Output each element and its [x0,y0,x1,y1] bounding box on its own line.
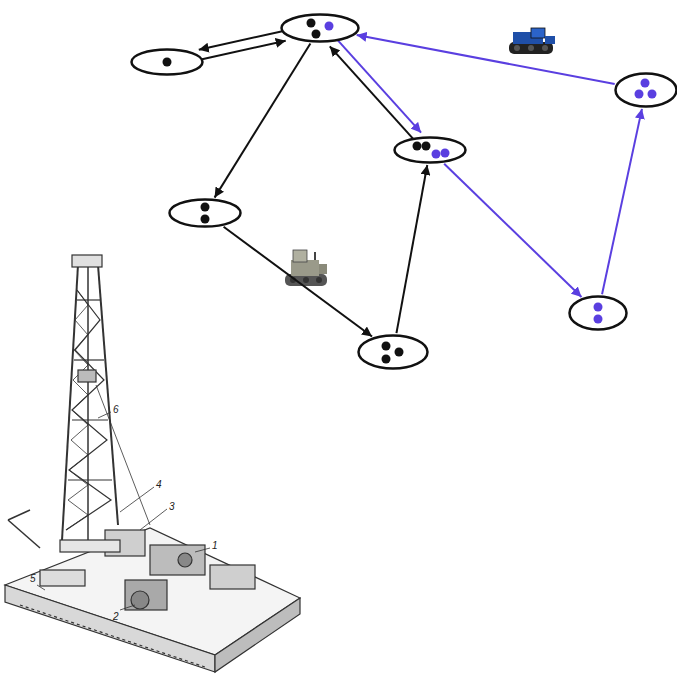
leader-line [37,585,45,590]
token-dot [441,149,450,158]
transition-arrow [602,109,642,294]
transition-arrow [396,165,427,333]
rig-base-side [215,598,300,672]
ellipse-outline [357,334,429,370]
token-dot [382,342,391,351]
leader-line [140,509,167,530]
ellipse-outline [170,200,241,227]
state-ellipse [357,334,429,370]
rig-machinery [150,545,205,575]
tower-rung [77,299,100,300]
token-dot [432,150,441,159]
transition-arrow [215,43,311,197]
transition-arrow [224,227,372,337]
ellipse-outline [614,72,677,108]
callout-number: 5 [30,574,36,584]
token-dot [594,303,603,312]
token-dot [413,142,422,151]
ellipse-outline [395,138,466,163]
ellipse-outline [168,198,242,228]
tower-rung [68,479,112,480]
callout-number: 6 [113,405,119,415]
state-ellipse [168,198,242,228]
rig-machinery [125,580,167,610]
rig-drum [178,553,192,567]
token-dot [594,315,603,324]
token-dot [312,30,321,39]
token-dot [201,203,210,212]
ellipse-outline [282,15,359,42]
leader-line [120,605,135,610]
ellipse-outline [393,136,467,164]
leader-lines [37,412,210,610]
transition-arrow [337,40,421,133]
callout-number: 2 [113,612,119,622]
state-ellipse [130,48,204,76]
tower-rung [74,359,104,360]
drilling-rig [5,255,300,672]
leader-line [98,412,111,418]
tractor-icon [509,28,555,54]
token-dot [325,22,334,31]
rig-machinery [40,570,85,586]
transition-arrow [199,31,284,50]
token-dot [382,355,391,364]
leader-line [120,487,154,512]
catwalk [8,520,40,548]
tower-leg [87,265,89,540]
token-dot [307,19,316,28]
token-dot [648,90,657,99]
tower-bracing [66,290,111,530]
ellipse-outline [280,13,360,43]
state-ellipse [393,136,467,164]
callout-number: 4 [156,480,162,490]
ellipse-outline [616,74,677,107]
token-dot [163,58,172,67]
rig-drum [131,591,149,609]
guy-line [96,385,150,525]
callout-number: 1 [212,541,218,551]
transition-arrow [444,164,581,297]
token-dot [635,90,644,99]
rig-floor [60,540,120,552]
token-dot [641,79,650,88]
rig-base-front [5,585,215,672]
rig-machinery [210,565,255,589]
token-dot [422,142,431,151]
tower-stairs [66,290,88,530]
state-ellipse [280,13,360,43]
callout-number: 3 [169,502,175,512]
state-ellipse [614,72,677,108]
catwalk [8,510,30,520]
token-dot [395,348,404,357]
token-dot [201,215,210,224]
transition-arrow [201,41,286,60]
ellipse-outline [130,48,204,76]
travelling-block [78,370,96,382]
tractor-icon [285,250,327,286]
ellipse-outline [359,336,428,369]
tower-rung [72,419,108,420]
crown-block [72,255,102,267]
transition-arrow [330,46,414,139]
rig-rail [20,605,205,667]
state-ellipse [568,295,628,331]
ellipse-outline [570,297,627,330]
ellipse-outline [568,295,628,331]
ellipse-outline [132,50,203,75]
tower-leg [98,265,118,525]
transition-arrow [357,35,615,84]
leader-line [195,548,210,552]
